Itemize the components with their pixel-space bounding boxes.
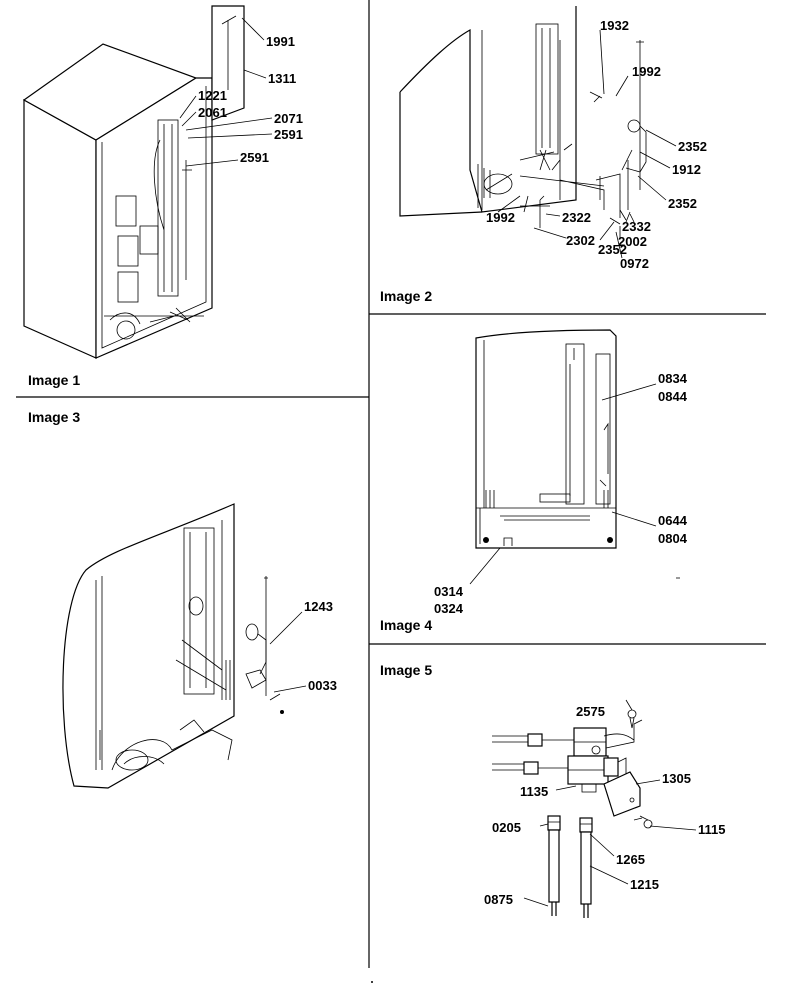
callout-1305: 1305 (662, 771, 691, 786)
callout-1265: 1265 (616, 852, 645, 867)
cabinet-rear-drawing-4 (475, 329, 617, 549)
callout-1932: 1932 (600, 18, 629, 33)
callout-2322: 2322 (562, 210, 591, 225)
callout-2002: 2002 (618, 234, 647, 249)
callout-1243: 1243 (304, 599, 333, 614)
callout-labels-image-2: 1932 1992 2352 1912 2352 1992 2322 2332 … (486, 18, 707, 271)
callout-2061: 2061 (198, 105, 227, 120)
leader-lines-image-1 (179, 17, 273, 167)
callout-2575: 2575 (576, 704, 605, 719)
callout-labels-image-4: 0834 0844 0644 0804 0314 0324 (434, 371, 688, 616)
callout-0834: 0834 (658, 371, 688, 386)
callout-0875: 0875 (484, 892, 513, 907)
callout-0844: 0844 (658, 389, 688, 404)
callout-2591-lower: 2591 (240, 150, 269, 165)
stray-marks (371, 577, 680, 983)
panel-image-5: 2575 1305 1135 1115 0205 1265 1215 0875 … (380, 662, 726, 918)
callout-2332: 2332 (622, 219, 651, 234)
callout-0314: 0314 (434, 584, 464, 599)
leader-lines-image-3 (269, 611, 307, 693)
caption-image-4: Image 4 (380, 617, 432, 633)
callout-1992-upper: 1992 (632, 64, 661, 79)
callout-1991: 1991 (266, 34, 295, 49)
callout-2071: 2071 (274, 111, 303, 126)
leader-lines-image-2 (497, 29, 677, 259)
callout-0972: 0972 (620, 256, 649, 271)
cabinet-rear-drawing-3 (62, 503, 284, 789)
caption-image-2: Image 2 (380, 288, 432, 304)
panel-image-4: 0834 0844 0644 0804 0314 0324 Image 4 (380, 329, 688, 633)
callout-0033: 0033 (308, 678, 337, 693)
callout-1992-lower: 1992 (486, 210, 515, 225)
callout-labels-image-5: 2575 1305 1135 1115 0205 1265 1215 0875 (484, 704, 726, 907)
cabinet-rear-drawing-2 (399, 6, 647, 228)
callout-2591-upper: 2591 (274, 127, 303, 142)
callout-0324: 0324 (434, 601, 464, 616)
water-valve-assembly-drawing (492, 709, 653, 918)
caption-image-5: Image 5 (380, 662, 432, 678)
callout-1215: 1215 (630, 877, 659, 892)
callout-1135: 1135 (520, 784, 548, 799)
callout-0205: 0205 (492, 820, 521, 835)
leader-lines-image-5 (523, 699, 697, 907)
callout-2352-upper: 2352 (678, 139, 707, 154)
callout-0804: 0804 (658, 531, 688, 546)
callout-1311: 1311 (268, 71, 296, 86)
leader-lines-image-4 (469, 383, 657, 585)
panel-image-3: 1243 0033 Image 3 (28, 409, 337, 789)
callout-1221: 1221 (198, 88, 227, 103)
caption-image-1: Image 1 (28, 372, 80, 388)
caption-image-3: Image 3 (28, 409, 80, 425)
callout-1115: 1115 (698, 822, 726, 837)
callout-2302: 2302 (566, 233, 595, 248)
callout-labels-image-1: 1991 1311 1221 2061 2071 2591 2591 (198, 34, 303, 165)
panel-image-2: 1932 1992 2352 1912 2352 1992 2322 2332 … (380, 6, 707, 304)
callout-0644: 0644 (658, 513, 688, 528)
panel-dividers (16, 0, 766, 968)
callout-labels-image-3: 1243 0033 (304, 599, 337, 693)
callout-2352-lower: 2352 (598, 242, 627, 257)
callout-2352-middle: 2352 (668, 196, 697, 211)
panel-image-1: 1991 1311 1221 2061 2071 2591 2591 Image… (22, 5, 303, 388)
refrigerator-rear-drawing (22, 5, 245, 359)
callout-1912: 1912 (672, 162, 701, 177)
